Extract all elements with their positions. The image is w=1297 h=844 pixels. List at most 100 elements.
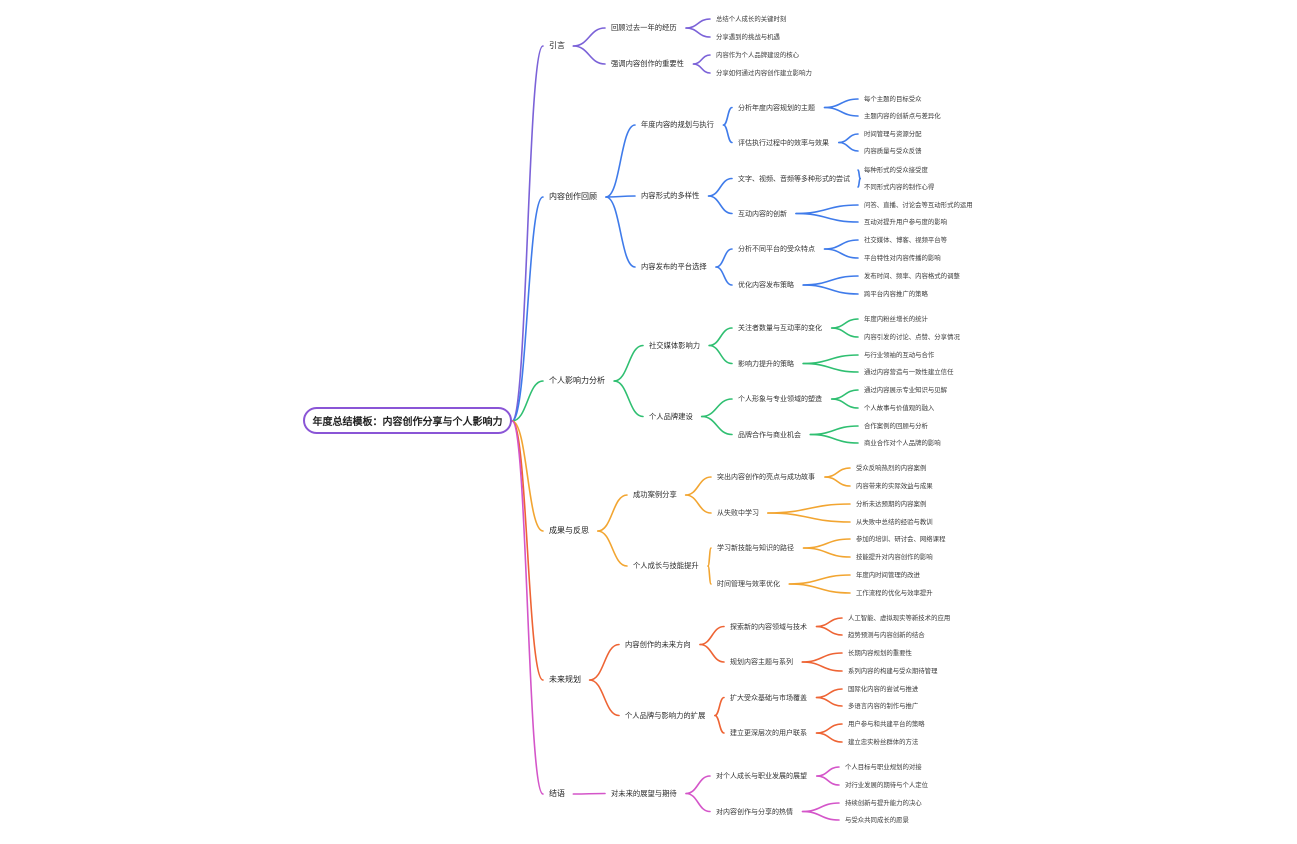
topic-l3-3-0-0[interactable]: 突出内容创作的亮点与成功故事 (717, 473, 815, 481)
topic-l4-3-1-0-1[interactable]: 技能提升对内容创作的影响 (856, 553, 933, 561)
topic-l2-1-1[interactable]: 内容形式的多样性 (641, 191, 700, 200)
topic-l3-2-0-1[interactable]: 影响力提升的策略 (738, 359, 794, 368)
topic-l4-2-0-0-0[interactable]: 年度内粉丝增长的统计 (864, 315, 928, 323)
topic-l3-4-0-1[interactable]: 规划内容主题与系列 (730, 658, 793, 666)
topic-l4-4-1-1-0[interactable]: 用户参与和共建平台的策略 (848, 720, 925, 728)
topic-l4-1-2-1-1[interactable]: 跨平台内容推广的策略 (864, 290, 928, 298)
topic-l4-4-1-0-0[interactable]: 国际化内容的尝试与推进 (848, 685, 919, 693)
topic-l4-1-1-0-0[interactable]: 每种形式的受众接受度 (864, 166, 928, 174)
topic-l4-1-1-0-1[interactable]: 不同形式内容的制作心得 (864, 183, 935, 191)
topic-l2-0-0[interactable]: 回顾过去一年的经历 (611, 23, 677, 32)
link-l1-l2-2-1 (613, 380, 644, 418)
topic-l4-3-1-1-0[interactable]: 年度内时间管理的改进 (856, 571, 920, 579)
topic-l3-2-1-1[interactable]: 品牌合作与商业机会 (738, 430, 801, 439)
topic-l4-5-0-0-1[interactable]: 对行业发展的期待与个人定位 (845, 781, 929, 789)
topic-l1-1[interactable]: 内容创作回顾 (549, 192, 597, 201)
topic-l3-2-0-0[interactable]: 关注者数量与互动率的变化 (738, 324, 822, 332)
topic-l3-1-2-0[interactable]: 分析不同平台的受众特点 (738, 245, 815, 253)
topic-l4-5-0-0-0[interactable]: 个人目标与职业规划的对接 (845, 763, 922, 771)
topic-l4-2-1-0-1[interactable]: 个人故事与价值观的融入 (864, 404, 935, 412)
link-l2-l3-0-0-1 (685, 27, 711, 38)
topic-l3-0-1-0[interactable]: 内容作为个人品牌建设的核心 (716, 51, 800, 59)
link-l3-l4-4-1-1-1 (815, 732, 843, 743)
topic-l4-1-2-0-0[interactable]: 社交媒体、博客、视频平台等 (864, 236, 948, 244)
topic-l3-4-0-0[interactable]: 探索新的内容领域与技术 (730, 622, 807, 631)
topic-l4-2-0-1-0[interactable]: 与行业领袖的互动与合作 (864, 351, 935, 359)
topic-l2-2-0[interactable]: 社交媒体影响力 (649, 340, 701, 350)
topic-l4-1-1-1-1[interactable]: 互动对提升用户参与度的影响 (864, 218, 948, 226)
topic-l4-1-0-1-0[interactable]: 时间管理与资源分配 (864, 130, 922, 138)
link-l3-l4-1-2-1-1 (802, 284, 859, 295)
topic-l2-2-1[interactable]: 个人品牌建设 (649, 411, 693, 421)
link-root-2 (511, 380, 544, 422)
link-l2-l3-2-0-0 (708, 327, 733, 347)
topic-l3-2-1-0[interactable]: 个人形象与专业领域的塑造 (738, 395, 822, 403)
topic-l4-1-0-0-1[interactable]: 主题内容的创新点与差异化 (864, 112, 941, 120)
topic-l2-3-1[interactable]: 个人成长与技能提升 (633, 561, 699, 570)
topic-l4-3-0-1-1[interactable]: 从失败中总结的经验与教训 (856, 518, 933, 526)
link-l3-l4-3-0-1-0 (767, 503, 851, 514)
link-l1-l2-1-0 (605, 124, 636, 198)
topic-l4-4-0-1-0[interactable]: 长期内容规划的重要性 (848, 649, 912, 657)
topic-l3-5-0-0[interactable]: 对个人成长与职业发展的展望 (716, 772, 807, 780)
topic-l4-3-1-1-1[interactable]: 工作流程的优化与效率提升 (856, 589, 933, 597)
topic-l3-0-0-0[interactable]: 总结个人成长的关键时刻 (716, 15, 787, 23)
topic-l4-4-0-0-0[interactable]: 人工智能、虚拟现实等新技术的应用 (848, 614, 951, 622)
topic-l3-3-1-0[interactable]: 学习新技能与知识的路径 (717, 544, 794, 552)
topic-l4-1-1-1-0[interactable]: 问答、直播、讨论会等互动形式的运用 (864, 201, 973, 209)
topic-l1-0[interactable]: 引言 (549, 41, 565, 50)
topic-l1-5[interactable]: 结语 (549, 789, 565, 798)
link-l1-l2-2-0 (613, 344, 644, 382)
topic-l3-1-2-1[interactable]: 优化内容发布策略 (738, 281, 794, 289)
link-l2-l3-3-1-1 (707, 565, 712, 585)
topic-l4-3-1-0-0[interactable]: 参加的培训、研讨会、网络课程 (856, 535, 946, 543)
topic-l4-3-0-1-0[interactable]: 分析未达预期的内容案例 (856, 500, 927, 508)
topic-l3-3-1-1[interactable]: 时间管理与效率优化 (717, 580, 780, 588)
topic-l4-4-1-1-1[interactable]: 建立忠实粉丝群体的方法 (848, 738, 919, 746)
topic-l2-5-0[interactable]: 对未来的展望与期待 (611, 788, 677, 798)
topic-l4-4-0-1-1[interactable]: 系列内容的构建与受众期待管理 (848, 667, 938, 675)
topic-l2-0-1[interactable]: 强调内容创作的重要性 (611, 59, 684, 68)
topic-l3-1-0-1[interactable]: 评估执行过程中的效率与效果 (738, 138, 829, 147)
topic-l2-3-0[interactable]: 成功案例分享 (633, 490, 677, 499)
topic-l1-4[interactable]: 未来规划 (549, 675, 581, 684)
topic-l2-4-0[interactable]: 内容创作的未来方向 (625, 639, 691, 649)
topic-l3-4-1-0[interactable]: 扩大受众基础与市场覆盖 (730, 693, 807, 702)
link-l2-l3-0-0-0 (685, 18, 711, 29)
topic-l4-3-0-0-1[interactable]: 内容带来的实际效益与成果 (856, 482, 933, 490)
link-l2-l3-5-0-1 (685, 792, 711, 813)
topic-l3-3-0-1[interactable]: 从失败中学习 (717, 509, 759, 517)
topic-l3-0-1-1[interactable]: 分享如何通过内容创作建立影响力 (716, 69, 812, 77)
topic-l3-1-1-0[interactable]: 文字、视频、音频等多种形式的尝试 (738, 174, 850, 183)
topic-l3-0-0-1[interactable]: 分享遇到的挑战与机遇 (716, 33, 780, 41)
topic-l4-2-1-1-1[interactable]: 商业合作对个人品牌的影响 (864, 439, 941, 447)
topic-l1-3[interactable]: 成果与反思 (549, 526, 589, 535)
topic-l4-1-2-0-1[interactable]: 平台特性对内容传播的影响 (864, 254, 941, 262)
topic-l3-1-0-0[interactable]: 分析年度内容规划的主题 (738, 103, 815, 112)
link-l1-l2-0-0 (572, 27, 606, 47)
link-l3-l4-1-0-1-1 (838, 141, 859, 152)
topic-l4-4-0-0-1[interactable]: 趋势预测与内容创新的结合 (848, 631, 925, 639)
topic-l4-5-0-1-1[interactable]: 与受众共同成长的愿景 (845, 816, 909, 824)
topic-l4-1-0-1-1[interactable]: 内容质量与受众反馈 (864, 147, 922, 155)
topic-l4-2-0-0-1[interactable]: 内容引发的讨论、点赞、分享情况 (864, 333, 960, 341)
root-topic[interactable]: 年度总结模板：内容创作分享与个人影响力 (303, 407, 512, 434)
topic-l2-4-1[interactable]: 个人品牌与影响力的扩展 (625, 710, 706, 720)
topic-l4-3-0-0-0[interactable]: 受众反响热烈的内容案例 (856, 464, 927, 472)
topic-l3-1-1-1[interactable]: 互动内容的创新 (738, 209, 787, 218)
link-l2-l3-1-1-0 (707, 177, 733, 197)
link-root-5 (511, 420, 544, 795)
topic-l3-4-1-1[interactable]: 建立更深层次的用户联系 (730, 729, 807, 737)
topic-l4-1-2-1-0[interactable]: 发布时间、频率、内容格式的调整 (864, 272, 960, 280)
topic-l2-1-2[interactable]: 内容发布的平台选择 (641, 262, 707, 271)
topic-l4-2-1-1-0[interactable]: 合作案例的回顾与分析 (864, 422, 928, 430)
topic-l4-1-0-0-0[interactable]: 每个主题的目标受众 (864, 95, 922, 103)
topic-l1-2[interactable]: 个人影响力分析 (549, 376, 605, 385)
topic-l4-5-0-1-0[interactable]: 持续创新与提升能力的决心 (845, 799, 922, 807)
topic-l4-4-1-0-1[interactable]: 多语言内容的制作与推广 (848, 702, 919, 710)
topic-l4-2-1-0-0[interactable]: 通过内容展示专业知识与见解 (864, 386, 948, 394)
topic-l2-1-0[interactable]: 年度内容的规划与执行 (641, 120, 714, 129)
topic-l4-2-0-1-1[interactable]: 通过内容营造与一致性建立信任 (864, 368, 954, 376)
link-l2-l3-2-0-1 (708, 344, 733, 365)
topic-l3-5-0-1[interactable]: 对内容创作与分享的热情 (716, 807, 793, 816)
